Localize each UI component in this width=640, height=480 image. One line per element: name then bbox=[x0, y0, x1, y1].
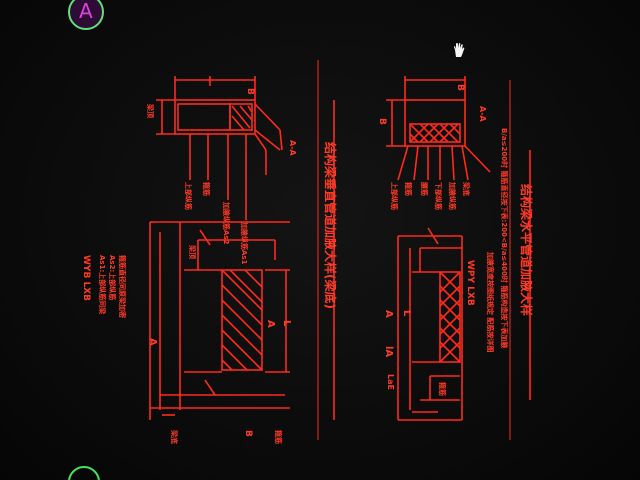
title-vertical: 结构梁垂直管道加腋大样(梁底) bbox=[323, 142, 338, 309]
title-horizontal: 结构梁水平管道加腋大样 bbox=[519, 184, 534, 316]
hand-cursor-icon bbox=[452, 42, 466, 58]
label-guanjin-left: 箍筋 bbox=[202, 182, 211, 196]
section-a-a-right: A-A B B 上部纵筋 箍筋 腰筋 下部纵筋 加腋纵筋 梁底 bbox=[377, 76, 491, 210]
viewport-badge-label: A bbox=[79, 0, 93, 23]
dim-l-left: L bbox=[281, 320, 292, 327]
section-label-right: A-A bbox=[478, 106, 487, 123]
dim-b-left: B bbox=[245, 88, 255, 95]
elevation-left: WYB LXB As1:上部纵筋同梁 As2:上部纵筋 箍筋直径同原梁加密 A … bbox=[81, 221, 292, 444]
dim-la-right: lA bbox=[383, 346, 394, 357]
dim-lae-right: LaE bbox=[386, 374, 395, 390]
label-guanjin-elev: 箍筋 bbox=[274, 430, 283, 444]
dim-b-right-top: B bbox=[455, 84, 465, 91]
label-shangbu-left: 上部纵筋 bbox=[184, 182, 193, 210]
dim-la-left: A bbox=[265, 320, 276, 328]
label-yaojin-right: 腰筋 bbox=[420, 181, 429, 196]
elevation-right: WPY LXB A L lA LaE 箍筋 加腋宽度按图纸规定 配筋按详图 bbox=[383, 227, 495, 421]
dim-l-right: L bbox=[401, 310, 412, 317]
note-as1-label: 加腋纵筋As1 bbox=[240, 221, 249, 265]
label-wyb-lxb: WYB LXB bbox=[81, 255, 91, 301]
label-liangdi-elev: 梁底 bbox=[170, 429, 179, 444]
label-liangdi-right: 梁底 bbox=[462, 181, 471, 196]
label-wpy-lxb: WPY LXB bbox=[465, 260, 475, 306]
dim-b-right-side: B bbox=[377, 118, 387, 125]
dim-a-left: A bbox=[147, 338, 158, 346]
label-guanjin-right: 箍筋 bbox=[404, 182, 413, 196]
section-label-left: A-A bbox=[288, 140, 297, 157]
label-guanjin-elev-right: 箍筋 bbox=[438, 382, 447, 396]
note-as2: As2:上部纵筋 bbox=[108, 255, 117, 300]
label-shangbu-right: 上部纵筋 bbox=[390, 182, 399, 210]
label-xiabu-right: 下部纵筋 bbox=[434, 182, 443, 210]
note-hooping: 箍筋直径同原梁加密 bbox=[118, 255, 127, 318]
label-jiayi-right: 加腋纵筋 bbox=[448, 181, 457, 210]
viewport-badge-top[interactable]: A bbox=[68, 0, 104, 30]
label-liangding-elev: 梁顶 bbox=[188, 244, 197, 259]
dim-b-bottom-left: B bbox=[243, 430, 253, 437]
section-a-a-left: A-A B 上部纵筋 箍筋 加腋纵筋As2 加腋纵筋As1 梁顶 bbox=[146, 76, 297, 265]
note-b-rule: B/a≤200时 箍筋直径按下表:200<B/a≤400时 箍筋构造按下表加腋 bbox=[500, 128, 509, 349]
note-as1: As1:上部纵筋同梁 bbox=[98, 255, 107, 315]
label-liangding-left: 梁顶 bbox=[146, 103, 155, 118]
note-bottom: 加腋宽度按图纸规定 配筋按详图 bbox=[486, 251, 495, 352]
dim-a-right: A bbox=[383, 310, 394, 318]
